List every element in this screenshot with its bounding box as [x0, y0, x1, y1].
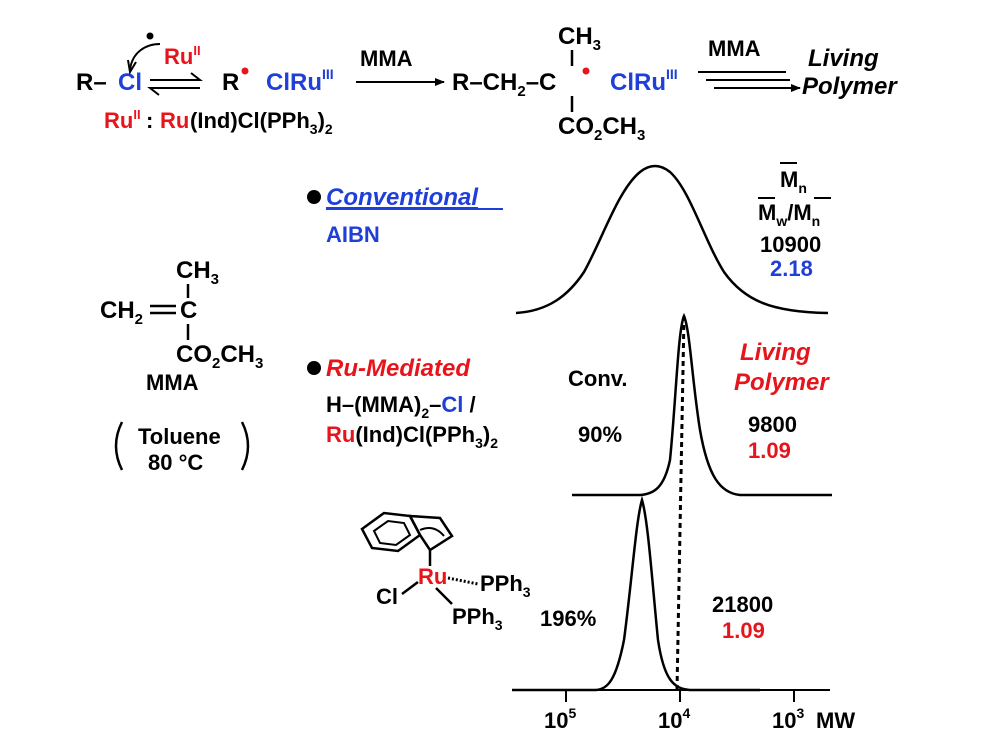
conventional-initiator: AIBN — [326, 222, 380, 247]
polymer-label: Polymer — [734, 369, 830, 396]
ru-mediated-block: Ru-Mediated Conv. H–(MMA)2–Cl / Ru(Ind)C… — [307, 339, 830, 643]
scheme-living: Living — [808, 45, 879, 72]
indenyl-benzo-inner — [372, 519, 412, 547]
scheme-r-group: R– — [76, 69, 107, 96]
equilibrium-reverse — [147, 87, 200, 96]
trace-conventional — [515, 164, 829, 315]
ru-catalyst: Ru(Ind)Cl(PPh3)2 — [326, 422, 498, 451]
catalyst-key-ru: Ru — [160, 108, 189, 133]
monomer-label: MMA — [146, 370, 199, 395]
mn-header: Mn — [780, 167, 807, 196]
scheme-clru-iii: ClRuIII — [266, 66, 334, 96]
ru-mediated-title: Ru-Mediated — [326, 355, 471, 382]
chain-radical-dot — [582, 67, 590, 75]
ru-initiator: H–(MMA)2–Cl / — [326, 392, 476, 421]
ru-cl-bond — [401, 581, 419, 595]
conventional-title: Conventional — [326, 184, 479, 211]
monomer-methyl: CH3 — [176, 257, 219, 288]
chain-left: R–CH2–C — [452, 69, 556, 100]
monomer-vinyl: CH2 — [100, 297, 143, 328]
scheme-r-radical: R — [222, 69, 239, 96]
ru-indenyl-complex: Ru PPh3 Cl PPh3 — [360, 511, 531, 633]
radical-dot — [146, 32, 154, 40]
tick-label-1e4: 104 — [658, 705, 690, 733]
curved-arrow-head — [127, 59, 137, 75]
equilibrium-forward — [150, 72, 203, 81]
solvent-label: Toluene — [138, 424, 221, 449]
monomer-structure: CH3 CH2 C CO2CH3 MMA Toluene 80 °C — [100, 257, 263, 475]
mw-mn-header: Mw/Mn — [758, 200, 820, 229]
catalyst-key-ru-ii: RuII — [104, 107, 141, 133]
ru-p-bond — [435, 587, 453, 605]
trace1-mn: 9800 — [748, 412, 797, 437]
radical-dot-red — [241, 67, 249, 75]
bullet-ru-mediated — [307, 361, 321, 375]
monomer-ester: CO2CH3 — [176, 341, 263, 372]
scheme-clru-iii-2: ClRuIII — [610, 66, 678, 96]
trace1-pdi: 1.09 — [748, 438, 791, 463]
complex-ru: Ru — [418, 564, 447, 589]
trace1-conversion: 90% — [578, 422, 622, 447]
tick-label-1e5: 105 — [544, 705, 576, 733]
complex-pph3-1: PPh3 — [480, 571, 531, 600]
trace-ru-196 — [512, 495, 760, 692]
reaction-scheme: R– Cl RuII R ClRuIII MMA R–CH2–C CH3 CO2… — [76, 23, 898, 144]
scheme-polymer: Polymer — [802, 73, 898, 100]
bullet-conventional — [307, 190, 321, 204]
temperature-label: 80 °C — [148, 450, 203, 475]
axis-unit-mw: MW — [816, 708, 855, 733]
chain-methyl: CH3 — [558, 23, 601, 54]
conventional-mn: 10900 — [760, 232, 821, 257]
trace2-conversion: 196% — [540, 606, 596, 631]
complex-pph3-2: PPh3 — [452, 604, 503, 633]
catalyst-key-formula: (Ind)Cl(PPh3)2 — [190, 108, 333, 137]
indenyl-cp-ring — [407, 514, 454, 552]
living-label: Living — [740, 339, 811, 366]
scheme-ru-ii-top: RuII — [164, 43, 201, 69]
arrow-label-mma-2: MMA — [708, 36, 761, 61]
conventional-pdi: 2.18 — [770, 256, 813, 281]
conventional-block: Conventional AIBN Mn Mw/Mn 10900 2.18 — [307, 162, 831, 281]
cp-aromatic-arc — [419, 527, 445, 537]
hashed-bond — [447, 576, 479, 586]
trace2-mn: 21800 — [712, 592, 773, 617]
monomer-c: C — [180, 297, 197, 324]
curved-electron-arrow — [129, 43, 161, 71]
paren-left — [114, 421, 124, 471]
conv-header: Conv. — [568, 366, 627, 391]
trace2-pdi: 1.09 — [722, 618, 765, 643]
gpc-chart: 105 104 103 MW — [512, 164, 855, 733]
complex-cl: Cl — [376, 584, 398, 609]
catalyst-key-colon: : — [146, 108, 153, 133]
arrow-label-mma-1: MMA — [360, 46, 413, 71]
chain-ester: CO2CH3 — [558, 113, 645, 144]
tick-label-1e3: 103 — [772, 705, 804, 733]
paren-right — [240, 421, 250, 471]
